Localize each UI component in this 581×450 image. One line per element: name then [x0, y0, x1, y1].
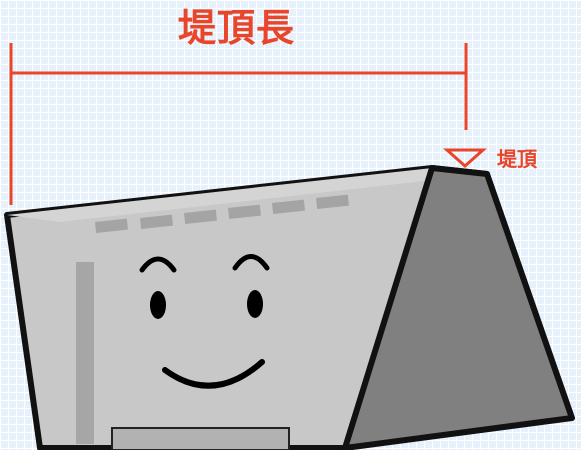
- crest-length-dimension: [9, 43, 468, 205]
- mouth: [162, 359, 265, 389]
- dam-base-block: [111, 427, 290, 450]
- right-eye: [247, 290, 263, 318]
- dam-slope-face: [342, 165, 575, 450]
- crest-dashes: [95, 194, 349, 233]
- left-eyebrow: [139, 256, 177, 273]
- crest-label: 堤頂: [497, 147, 537, 171]
- left-eye: [150, 291, 166, 319]
- face-icon: [139, 254, 270, 389]
- crest-length-title: 堤頂長: [178, 6, 296, 50]
- right-eyebrow: [232, 254, 270, 271]
- crest-triangle-icon: [443, 148, 487, 169]
- dam-crest-surface: [7, 168, 487, 222]
- face-side-bar: [76, 262, 94, 444]
